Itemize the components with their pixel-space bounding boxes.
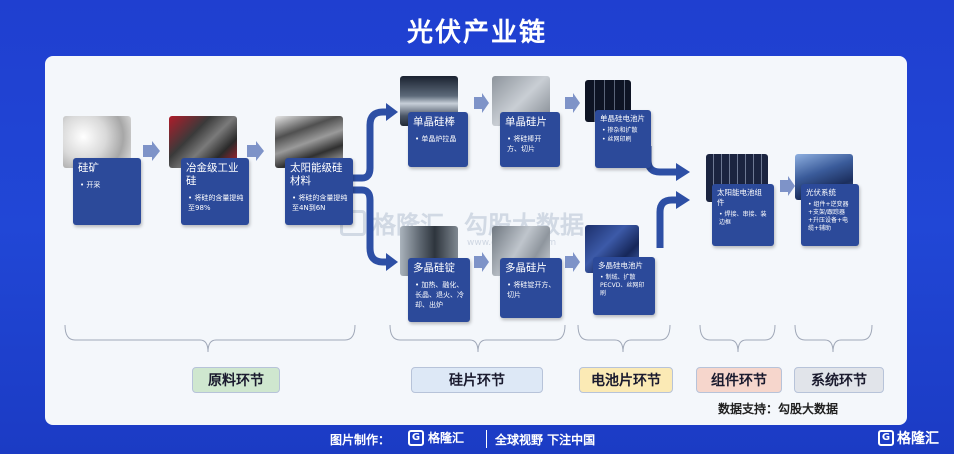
footer-slogan: 全球视野 下注中国 bbox=[495, 433, 596, 447]
footer-divider bbox=[486, 430, 487, 448]
arrow-mono-2 bbox=[565, 93, 580, 113]
card-title: 冶金级工业硅 bbox=[186, 162, 239, 187]
card-system: 光伏系统 • 组件+逆变器+支架/跟踪器+升压设备+电缆+辅助 bbox=[801, 184, 859, 246]
card-bullet: • 将硅的含量提纯至4N到6N bbox=[292, 194, 348, 212]
corner-logo-icon: G bbox=[878, 430, 894, 446]
arrow-module-system bbox=[780, 176, 795, 196]
footer-logo: G 格隆汇 bbox=[408, 429, 464, 446]
card-title: 单晶硅棒 bbox=[413, 116, 455, 128]
card-title: 多晶硅电池片 bbox=[598, 261, 643, 270]
stage-wafer: 硅片环节 bbox=[411, 367, 543, 393]
data-credit: 数据支持：勾股大数据 bbox=[718, 402, 839, 416]
merge-bottom bbox=[656, 196, 678, 248]
branch-up bbox=[352, 108, 388, 182]
branch-down-head bbox=[386, 253, 398, 271]
card-title: 单晶硅电池片 bbox=[600, 114, 645, 123]
brand-logo-icon: G bbox=[408, 429, 424, 446]
card-title: 单晶硅片 bbox=[505, 116, 547, 128]
stage-system: 系统环节 bbox=[794, 367, 884, 393]
card-bullet: • 单晶炉拉晶 bbox=[415, 135, 457, 143]
card-bullet: • 丝网印刷 bbox=[602, 136, 632, 143]
card-mono-wafer: 单晶硅片 • 将硅棒开方、切片 bbox=[500, 112, 560, 167]
card-metallurgical-si: 冶金级工业硅 • 将硅的含量提纯至98% bbox=[181, 158, 249, 225]
card-poly-ingot: 多晶硅锭 • 加热、融化、长晶、退火、冷却、出炉 bbox=[408, 258, 470, 322]
card-title: 硅矿 bbox=[78, 162, 99, 174]
card-bullet: • 将硅锭开方、切片 bbox=[507, 281, 556, 299]
arrow-poly-2 bbox=[565, 252, 580, 272]
bracket-system bbox=[794, 324, 873, 353]
footer-brand: 格隆汇 bbox=[428, 431, 465, 445]
card-bullet: • 组件+逆变器+支架/跟踪器+升压设备+电缆+辅助 bbox=[808, 201, 849, 232]
merge-top-head bbox=[676, 163, 690, 181]
card-bullet: • 加热、融化、长晶、退火、冷却、出炉 bbox=[415, 281, 464, 309]
merge-top bbox=[644, 146, 678, 176]
corner-brand: 格隆汇 bbox=[897, 431, 939, 447]
card-bullet: • 掺杂和扩散 bbox=[602, 127, 638, 134]
card-bullet: • 开采 bbox=[80, 181, 101, 189]
corner-logo: G 格隆汇 bbox=[878, 428, 939, 448]
card-bullet: • 将硅的含量提纯至98% bbox=[188, 194, 244, 212]
card-solar-si: 太阳能级硅材料 • 将硅的含量提纯至4N到6N bbox=[285, 158, 353, 225]
card-title: 光伏系统 bbox=[806, 188, 836, 197]
arrow-1 bbox=[143, 141, 160, 161]
card-title: 太阳能级硅材料 bbox=[290, 162, 343, 187]
card-mono-cell: 单晶硅电池片 • 掺杂和扩散 • 丝网印刷 bbox=[595, 110, 651, 168]
card-bullet: • 制绒、扩散PECVD、丝网印刷 bbox=[600, 274, 645, 297]
arrow-2 bbox=[247, 141, 264, 161]
arrow-poly-1 bbox=[474, 252, 489, 272]
card-module: 太阳能电池组件 • 焊接、串接、装边框 bbox=[712, 184, 774, 246]
card-poly-wafer: 多晶硅片 • 将硅锭开方、切片 bbox=[500, 258, 562, 318]
card-title: 多晶硅锭 bbox=[413, 262, 455, 274]
card-silicon-ore: 硅矿 • 开采 bbox=[73, 158, 141, 225]
stage-raw-materials: 原料环节 bbox=[192, 367, 280, 393]
branch-down bbox=[352, 186, 388, 266]
bracket-cell bbox=[577, 324, 671, 353]
branch-up-head bbox=[386, 103, 398, 121]
bracket-module bbox=[699, 324, 776, 353]
page-title: 光伏产业链 bbox=[406, 18, 547, 48]
footer: 图片制作： G 格隆汇 全球视野 下注中国 bbox=[0, 428, 954, 454]
arrow-mono-1 bbox=[474, 93, 489, 113]
merge-bottom-head bbox=[676, 191, 690, 209]
card-mono-rod: 单晶硅棒 • 单晶炉拉晶 bbox=[408, 112, 468, 167]
bracket-wafer bbox=[389, 324, 566, 353]
bracket-raw bbox=[64, 324, 356, 353]
card-title: 太阳能电池组件 bbox=[717, 188, 762, 207]
card-title: 多晶硅片 bbox=[505, 262, 547, 274]
card-bullet: • 焊接、串接、装边框 bbox=[719, 211, 767, 226]
card-poly-cell: 多晶硅电池片 • 制绒、扩散PECVD、丝网印刷 bbox=[593, 257, 655, 315]
stage-cell: 电池片环节 bbox=[579, 367, 673, 393]
stage-module: 组件环节 bbox=[696, 367, 782, 393]
card-bullet: • 将硅棒开方、切片 bbox=[507, 135, 542, 153]
made-by-label: 图片制作： bbox=[330, 433, 391, 447]
